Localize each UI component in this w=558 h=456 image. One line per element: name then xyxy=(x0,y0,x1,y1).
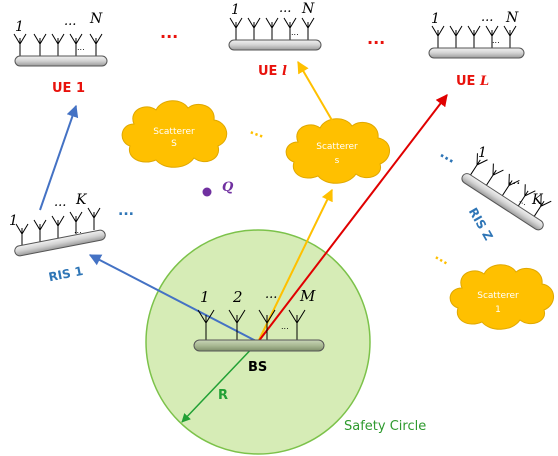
scatterer-middle: Scatterer s xyxy=(285,118,390,184)
bs-label: BS xyxy=(248,360,267,375)
scatterer-middle-line1: Scatterer xyxy=(316,142,358,152)
arrow-scatterer-to-uel xyxy=(297,60,341,135)
uel-label-prefix: UE xyxy=(258,64,282,79)
uel-array: ... 1 ... N UE l xyxy=(228,1,322,79)
risz-antenna-last: K xyxy=(531,192,544,208)
ue1-antenna-last: N xyxy=(89,11,103,27)
radius-label: R xyxy=(218,388,228,403)
ris1-antenna-dots: ... xyxy=(54,195,66,210)
uelL-dots-small: ... xyxy=(492,36,500,45)
risz-bar xyxy=(461,173,544,231)
uel-antenna-last: N xyxy=(301,1,315,17)
arrow-radius xyxy=(181,341,259,423)
uelL-label-prefix: UE xyxy=(456,74,480,89)
point-q-label: Q xyxy=(222,180,234,195)
uelL-array: ... 1 ... N UE L xyxy=(428,10,525,89)
point-q-marker xyxy=(202,187,212,197)
bs-antenna-last: M xyxy=(299,287,316,305)
ris1-bar xyxy=(14,229,106,257)
ris1-dots-small: ... xyxy=(74,226,82,235)
uel-antennas xyxy=(229,17,315,40)
uel-antenna-dots: ... xyxy=(279,1,291,16)
scatterer-left-line1: Scatterer xyxy=(153,127,195,137)
uelL-antenna-first: 1 xyxy=(431,11,440,27)
risz-antennas xyxy=(470,153,552,217)
scatterer-left: Scatterer S xyxy=(121,100,228,168)
scatterer-dots-top: ... xyxy=(248,123,267,142)
scatterer-dots-right: ... xyxy=(432,248,452,268)
safety-circle-label: Safety Circle xyxy=(344,419,426,434)
risz-antenna-first: 1 xyxy=(478,145,487,161)
scatterer-left-line2: S xyxy=(171,139,177,149)
ue-dots-left: ... xyxy=(160,23,178,42)
uel-dots-small: ... xyxy=(291,28,299,37)
ue1-antenna-first: 1 xyxy=(15,19,24,35)
scatterer-middle-cloud xyxy=(285,118,390,184)
bs-antenna-1: 1 xyxy=(200,288,210,306)
scatterer-right-line1: Scatterer xyxy=(477,291,519,301)
bs-array: ... 1 2 ... M BS xyxy=(193,287,325,375)
uelL-label-index: L xyxy=(479,74,489,89)
arrow-bs-to-uelL xyxy=(257,94,448,343)
arrow-bs-to-ris1 xyxy=(88,254,259,343)
bs-bar xyxy=(193,339,325,352)
uel-bar xyxy=(228,39,322,51)
bs-antenna-dots: ... xyxy=(265,287,277,302)
ue1-bar xyxy=(14,55,108,67)
ue1-dots-small: ... xyxy=(77,43,85,52)
ue1-array: ... 1 ... N UE 1 xyxy=(13,11,108,96)
arrow-ris1-to-ue1 xyxy=(39,104,79,211)
ris-dots-right: ... xyxy=(437,145,459,167)
uelL-antennas xyxy=(431,25,517,48)
bs-antenna-2: 2 xyxy=(232,288,243,306)
ris-dots-left: ... xyxy=(118,203,134,219)
bs-antennas xyxy=(197,309,306,341)
risz-dots-small: ... xyxy=(518,196,529,208)
scatterer-middle-line2: s xyxy=(335,156,340,166)
scatterer-left-cloud xyxy=(121,100,228,168)
scatterer-right-cloud xyxy=(449,264,554,330)
ris1-antenna-last: K xyxy=(75,192,88,208)
uelL-bar xyxy=(428,47,525,59)
ris1-array: ... 1 ... K RIS 1 xyxy=(9,192,106,284)
ue1-antenna-dots: ... xyxy=(64,14,76,29)
ris1-antenna-first: 1 xyxy=(9,213,18,229)
scatterer-right-line2: 1 xyxy=(495,305,501,315)
ue1-label: UE 1 xyxy=(52,81,85,96)
risz-label: RIS Z xyxy=(466,205,496,243)
uel-label: UE l xyxy=(258,64,287,79)
uelL-antenna-dots: ... xyxy=(481,10,493,25)
uelL-antenna-last: N xyxy=(505,10,519,26)
bs-dots-small: ... xyxy=(281,322,289,331)
uel-label-index: l xyxy=(282,64,287,79)
risz-array: ... xyxy=(461,153,552,231)
ue1-antennas xyxy=(13,33,103,56)
ue-dots-right: ... xyxy=(367,29,385,48)
ris1-label: RIS 1 xyxy=(47,264,84,284)
risz-antenna-dots: ... xyxy=(508,173,520,188)
scatterer-right: Scatterer 1 xyxy=(449,264,554,330)
ris1-antennas xyxy=(15,207,101,246)
uelL-label: UE L xyxy=(456,74,489,89)
uel-antenna-first: 1 xyxy=(231,2,240,18)
